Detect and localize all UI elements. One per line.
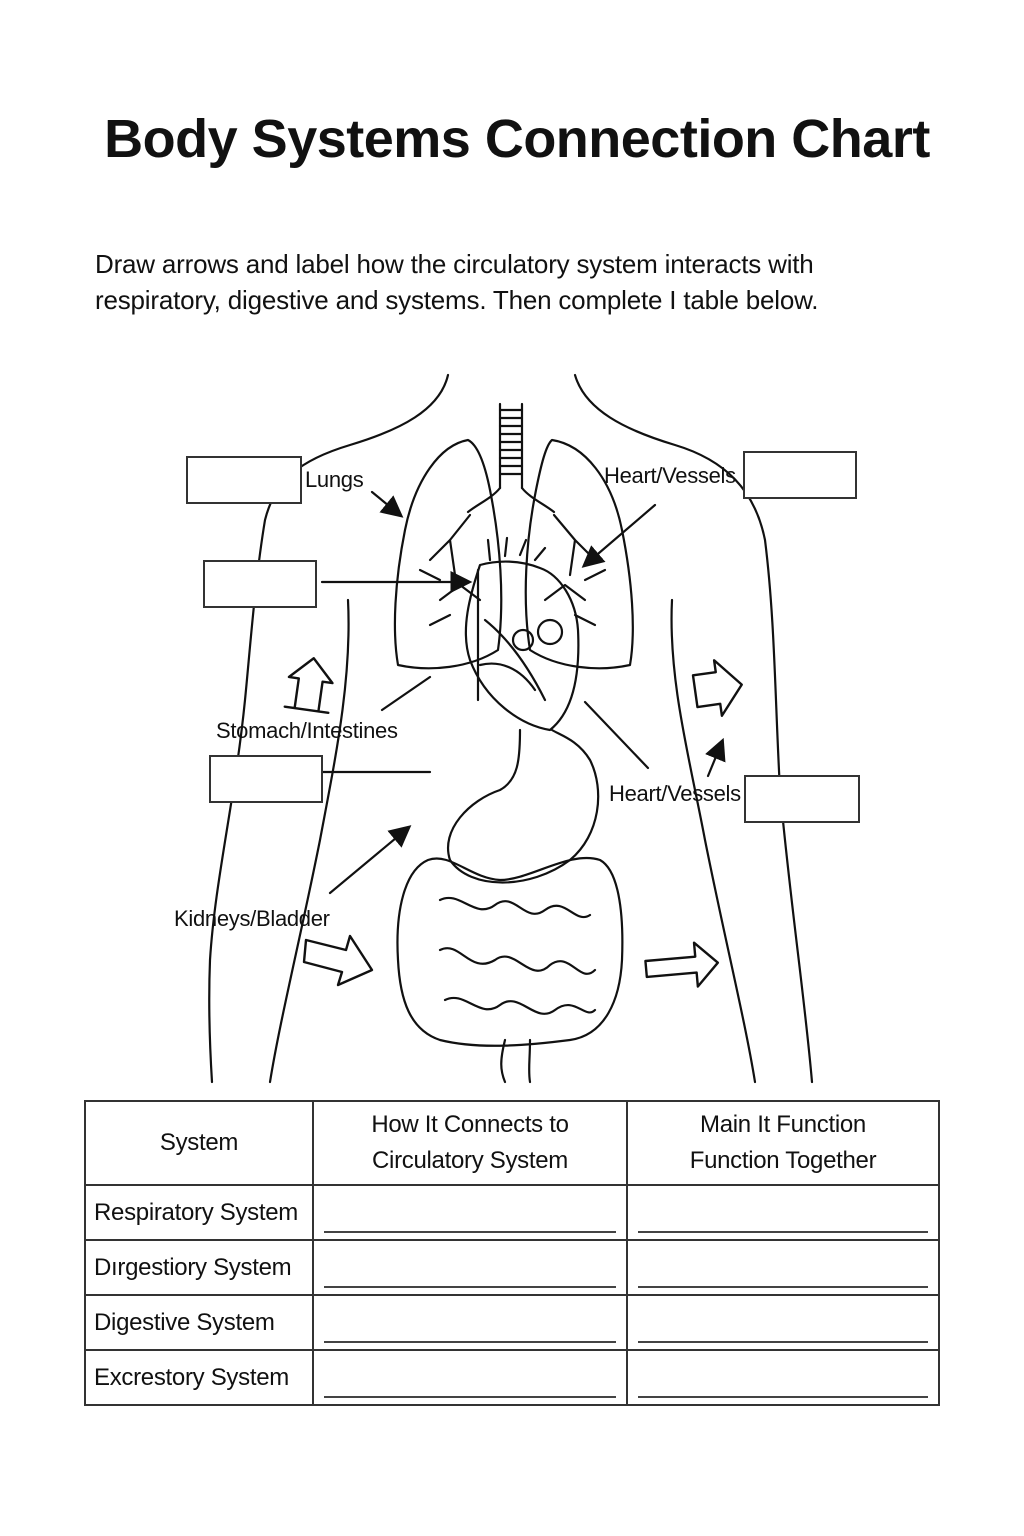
header-function-line-1: Main It Function (700, 1111, 866, 1138)
connects-answer-blank[interactable] (312, 1184, 628, 1241)
connects-answer-blank[interactable] (312, 1294, 628, 1351)
header-connects: How It Connects to Circulatory System (312, 1100, 628, 1186)
table-row: Excrestory System (84, 1349, 940, 1406)
function-answer-blank[interactable] (626, 1239, 940, 1296)
block-arrows (283, 657, 743, 988)
header-system-text: System (159, 1129, 239, 1156)
systems-table: System How It Connects to Circulatory Sy… (84, 1100, 940, 1406)
table-row: Dırgestiory System (84, 1239, 940, 1296)
row-system-name: Dırgestiory System (84, 1239, 314, 1296)
intestines-illustration (396, 856, 624, 1084)
lungs-illustration (393, 438, 634, 670)
stomach-illustration (447, 728, 600, 884)
answer-box-2[interactable] (203, 560, 317, 608)
label-kidneys-bladder: Kidneys/Bladder (174, 906, 330, 931)
header-system: System (84, 1100, 314, 1186)
answer-box-3[interactable] (743, 451, 857, 499)
answer-box-1[interactable] (186, 456, 302, 504)
row-system-name: Excrestory System (84, 1349, 314, 1406)
body-diagram (208, 373, 814, 1084)
answer-box-4[interactable] (209, 755, 323, 803)
instructions-line-1: Draw arrows and label how the circulator… (95, 249, 814, 279)
label-heart-vessels-top: Heart/Vessels (604, 463, 736, 488)
row-system-name: Respiratory System (84, 1184, 314, 1241)
trachea-illustration (466, 402, 556, 514)
label-lungs: Lungs (305, 467, 364, 492)
answer-box-5[interactable] (744, 775, 860, 823)
table-row: Respiratory System (84, 1184, 940, 1241)
instructions: Draw arrows and label how the circulator… (95, 246, 955, 318)
row-system-name: Digestive System (84, 1294, 314, 1351)
header-function: Main It Function Function Together (626, 1100, 940, 1186)
heart-illustration (464, 536, 580, 732)
label-heart-vessels-bottom: Heart/Vessels (609, 781, 741, 806)
header-function-line-2: Function Together (689, 1147, 877, 1174)
table-header-row: System How It Connects to Circulatory Sy… (84, 1100, 940, 1186)
instructions-line-2: respiratory, digestive and systems. Then… (95, 285, 819, 315)
function-answer-blank[interactable] (626, 1184, 940, 1241)
connection-arrows (320, 490, 726, 895)
function-answer-blank[interactable] (626, 1294, 940, 1351)
connects-answer-blank[interactable] (312, 1349, 628, 1406)
header-connects-line-2: Circulatory System (372, 1147, 568, 1174)
label-stomach-intestines: Stomach/Intestines (216, 718, 398, 743)
page-title: Body Systems Connection Chart (104, 109, 930, 169)
connects-answer-blank[interactable] (312, 1239, 628, 1296)
table-row: Digestive System (84, 1294, 940, 1351)
torso-outline (208, 373, 814, 1084)
header-connects-line-1: How It Connects to (371, 1111, 569, 1138)
function-answer-blank[interactable] (626, 1349, 940, 1406)
